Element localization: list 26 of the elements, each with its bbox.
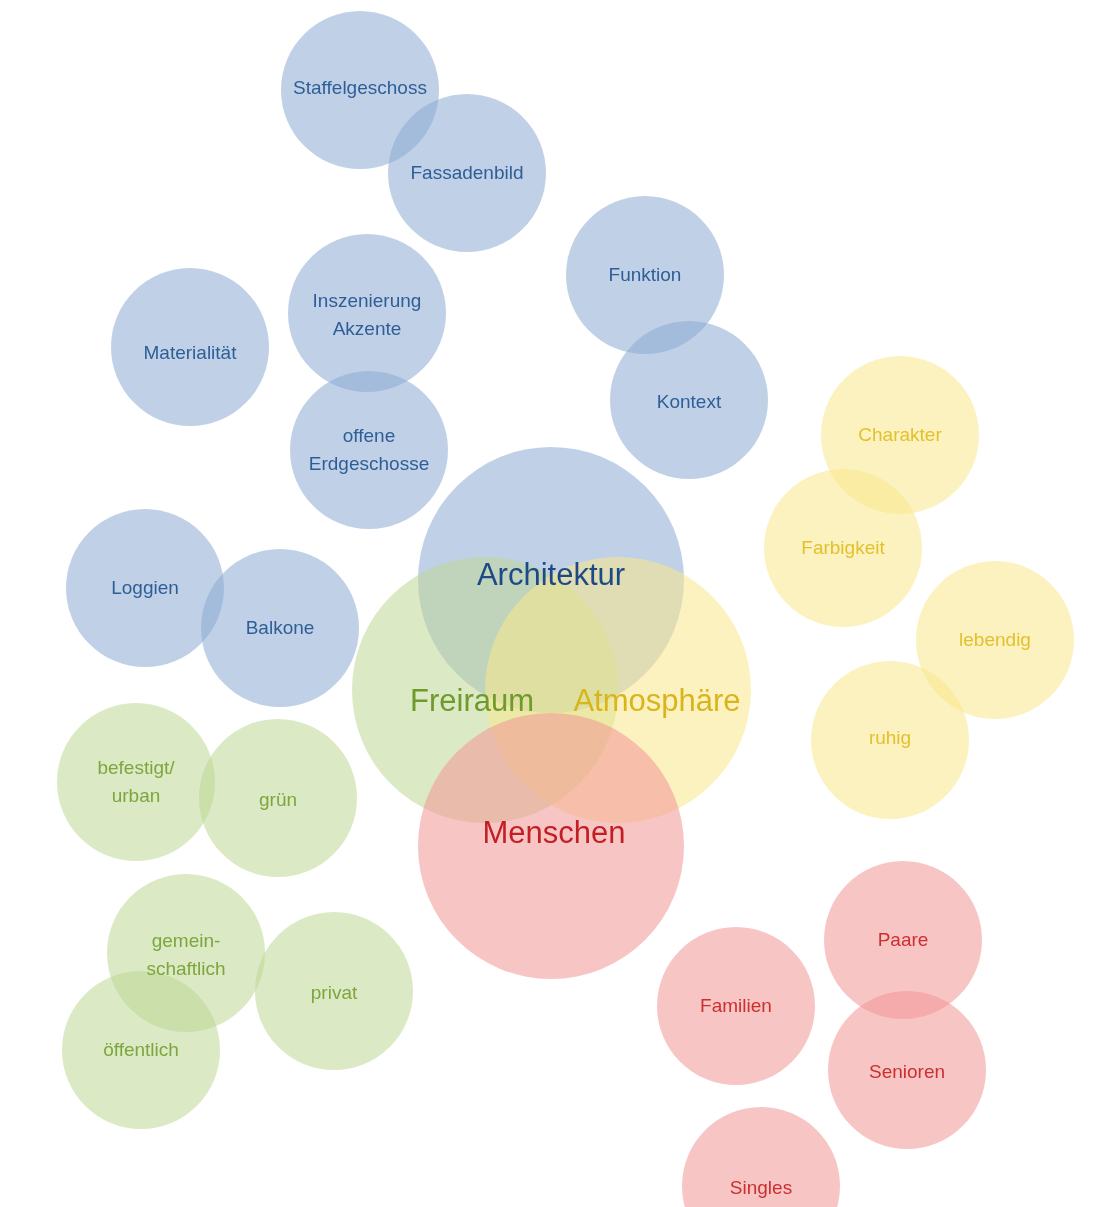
topic-label: grün xyxy=(259,788,297,813)
topic-label: Fassadenbild xyxy=(410,161,524,186)
main-topic-label: Architektur xyxy=(476,555,626,594)
topic-label: Loggien xyxy=(111,576,179,601)
topic-label: gemein- schaftlich xyxy=(145,929,227,981)
topic-label: ruhig xyxy=(868,726,912,751)
topic-label: Materialität xyxy=(143,341,237,366)
topic-label: Inszenierung Akzente xyxy=(311,289,423,341)
topic-label: offene Erdgeschosse xyxy=(307,424,431,476)
topic-label: Senioren xyxy=(868,1060,946,1085)
topic-label: befestigt/ urban xyxy=(96,756,176,808)
topic-label: Staffelgeschoss xyxy=(293,76,427,101)
topic-label: privat xyxy=(310,981,358,1006)
topic-label: Kontext xyxy=(656,390,722,415)
topic-label: Paare xyxy=(877,928,929,953)
main-topic-label: Menschen xyxy=(482,813,626,852)
topic-label: Charakter xyxy=(858,423,942,448)
topic-label: öffentlich xyxy=(103,1038,179,1063)
topic-label: Familien xyxy=(700,994,772,1019)
topic-label: Funktion xyxy=(608,263,682,288)
topic-label: Singles xyxy=(729,1176,793,1201)
topic-label: Balkone xyxy=(245,616,315,641)
topic-label: Farbigkeit xyxy=(801,536,885,561)
main-topic-label: Atmosphäre xyxy=(573,681,741,720)
main-topic-label: Freiraum xyxy=(410,681,534,720)
topic-label: lebendig xyxy=(959,628,1031,653)
